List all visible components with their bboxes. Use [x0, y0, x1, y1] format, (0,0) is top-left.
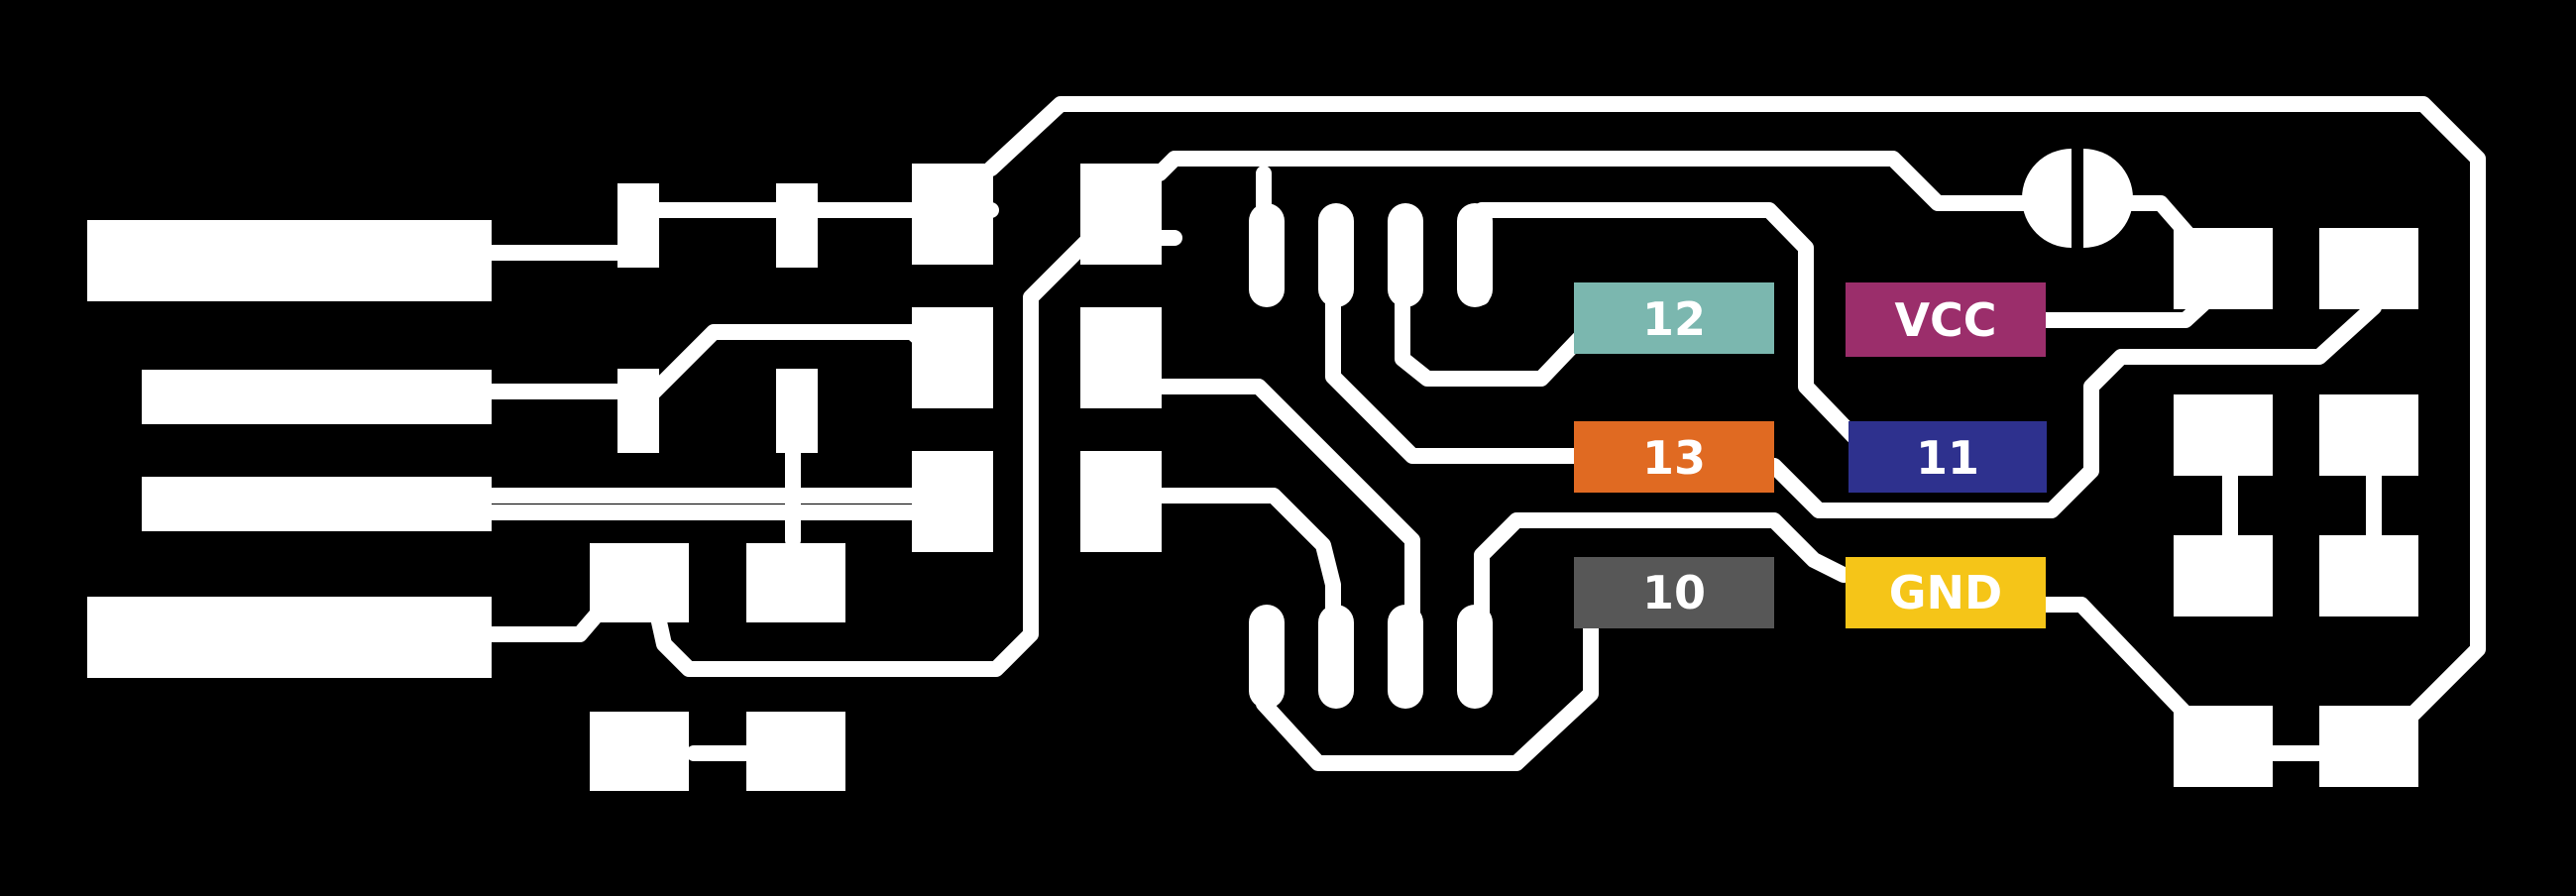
pad-j1-a	[590, 543, 689, 622]
pad-d2-a	[912, 307, 993, 408]
pad-c3-a	[2174, 535, 2273, 616]
pad-r1-b	[776, 183, 818, 268]
pad-d2-b	[1080, 307, 1162, 408]
pin-label-12-text: 12	[1642, 292, 1706, 346]
ic-pin-top-2	[1318, 203, 1354, 307]
pin-label-11-box	[1848, 421, 2047, 493]
ic-pin-bottom-3	[1388, 605, 1423, 709]
trace-top-rail	[1152, 151, 2045, 211]
capacitor-left-half	[2022, 149, 2072, 248]
usb-connector	[87, 220, 492, 678]
ic-pin-bottom-1	[1249, 605, 1285, 709]
pin-label-12-box	[1574, 282, 1774, 354]
ic-pin-top-1	[1249, 203, 1285, 307]
pad-c1-a	[2174, 228, 2273, 309]
pad-j1-b	[746, 543, 845, 622]
pad-c3-b	[2319, 535, 2418, 616]
pad-d1-b	[1080, 164, 1162, 265]
trace-pin13	[1325, 289, 1594, 464]
pin-label-10-text: 10	[1642, 566, 1706, 619]
pin-label-vcc-box	[1846, 282, 2046, 357]
usb-pad-2	[142, 370, 492, 424]
capacitor-right-half	[2083, 149, 2133, 248]
pad-d3-b	[1080, 451, 1162, 552]
ic-pin-bottom-2	[1318, 605, 1354, 709]
pin-label-11-text: 11	[1916, 431, 1979, 485]
pin-label-vcc: VCC	[1846, 282, 2046, 357]
trace-13-right	[1766, 299, 2382, 518]
usb-pad-3	[142, 477, 492, 531]
pad-j2-a	[590, 712, 689, 791]
pin-label-12: 12	[1574, 282, 1774, 354]
usb-pad-4	[87, 597, 492, 678]
pin-label-gnd-text: GND	[1889, 566, 2002, 619]
ic-pin-bottom-4	[1457, 605, 1493, 709]
smd-pads	[590, 164, 2418, 791]
pad-r1-a	[617, 183, 659, 268]
pad-c4-a	[2174, 706, 2273, 787]
pad-d3-a	[912, 451, 993, 552]
pad-r2-a	[617, 369, 659, 453]
pin-label-13-text: 13	[1642, 431, 1706, 485]
trace-chip-bottom-right	[1474, 512, 1851, 692]
pad-j2-b	[746, 712, 845, 791]
capacitor	[2022, 149, 2133, 248]
pin-label-vcc-text: VCC	[1894, 293, 1996, 347]
pin-label-10-box	[1574, 557, 1774, 628]
pad-c4-b	[2319, 706, 2418, 787]
pin-label-11: 11	[1848, 421, 2047, 493]
pin-label-13-box	[1574, 421, 1774, 493]
pad-d1-a	[912, 164, 993, 265]
pin-label-gnd: GND	[1846, 557, 2046, 628]
pad-c2-b	[2319, 394, 2418, 476]
pin-label-10: 10	[1574, 557, 1774, 628]
ic-pins	[1249, 203, 1493, 709]
pin-label-gnd-box	[1846, 557, 2046, 628]
ic-pin-top-4	[1457, 203, 1493, 307]
pad-r2-b	[776, 369, 818, 453]
usb-pad-1	[87, 220, 492, 301]
ic-pin-top-3	[1388, 203, 1423, 307]
pin-label-13: 13	[1574, 421, 1774, 493]
trace-pin12	[1395, 289, 1589, 387]
pad-c1-b	[2319, 228, 2418, 309]
pad-c2-a	[2174, 394, 2273, 476]
